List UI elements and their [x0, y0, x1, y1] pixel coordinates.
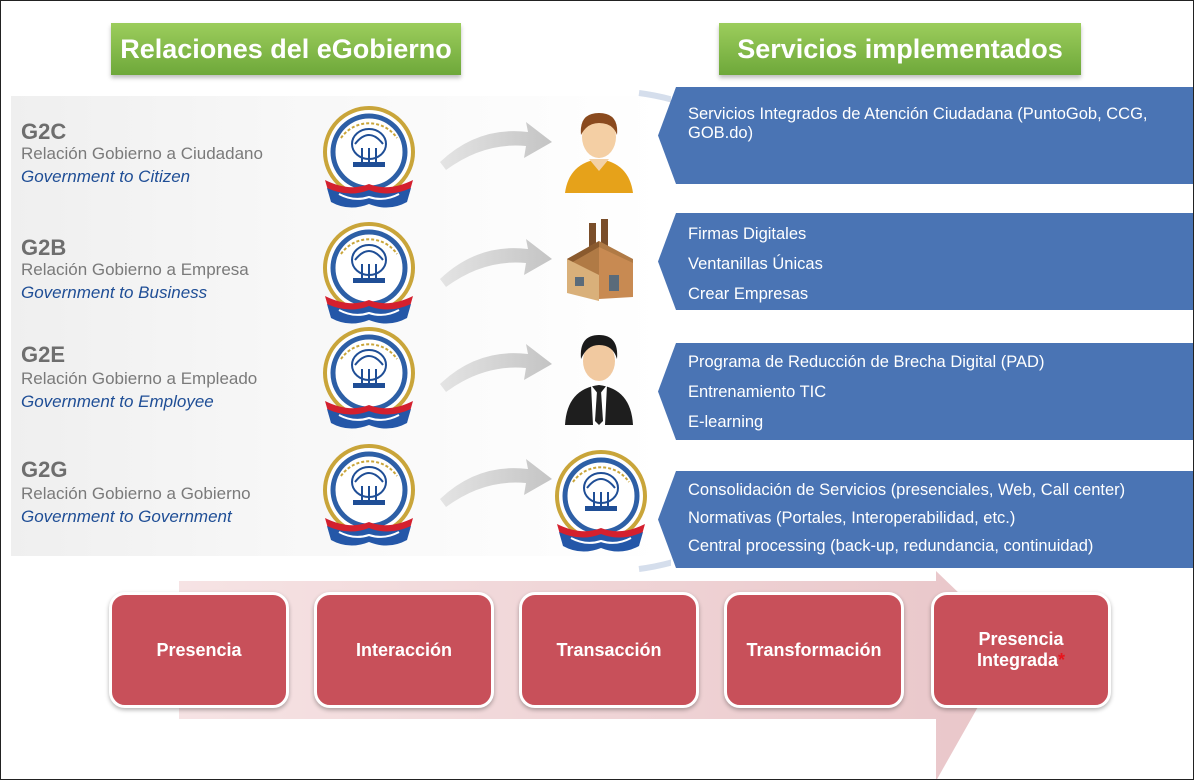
relation-label-g2c: Relación Gobierno a Ciudadano [21, 144, 263, 163]
arrow-icon [436, 231, 556, 291]
arrow-icon [436, 114, 556, 174]
service-item: Entrenamiento TIC [688, 383, 827, 401]
services-banner-g2b: Firmas Digitales Ventanillas Únicas Crea… [658, 213, 1193, 310]
stage-label-line2: Integrada [976, 650, 1058, 670]
stage-interaccion: Interacción [314, 592, 494, 708]
service-item: Ventanillas Únicas [688, 255, 823, 273]
service-item: Firmas Digitales [688, 225, 807, 243]
left-header: Relaciones del eGobierno [111, 23, 461, 75]
relation-code-g2g: G2G [21, 457, 68, 482]
service-item: Programa de Reducción de Brecha Digital … [688, 353, 1045, 371]
service-item: Crear Empresas [688, 285, 809, 303]
stage-transformacion: Transformación [724, 592, 904, 708]
relation-code-g2e: G2E [21, 342, 66, 367]
factory-icon [567, 219, 633, 301]
services-banner-g2e: Programa de Reducción de Brecha Digital … [658, 343, 1193, 440]
services-banner-g2c: Servicios Integrados de Atención Ciudada… [658, 87, 1193, 184]
right-header: Servicios implementados [719, 23, 1081, 75]
service-item: E-learning [688, 413, 764, 431]
asterisk-mark: * [1058, 650, 1066, 670]
government-seal-icon [319, 319, 419, 439]
government-seal-icon [319, 436, 419, 556]
service-item: Normativas (Portales, Interoperabilidad,… [688, 509, 1016, 527]
stage-transaccion: Transacción [519, 592, 699, 708]
relation-label-g2g: Relación Gobierno a Gobierno [21, 484, 251, 503]
stage-presencia-integrada: Presencia Integrada* [931, 592, 1111, 708]
employee-icon [565, 335, 633, 425]
service-item: Servicios Integrados de Atención Ciudada… [688, 105, 1148, 123]
relation-english-g2g: Government to Government [21, 507, 232, 526]
stage-label-line1: Presencia [978, 629, 1064, 649]
arrow-icon [436, 451, 556, 511]
government-seal-icon [319, 98, 419, 218]
service-item: Consolidación de Servicios (presenciales… [688, 481, 1126, 499]
relation-code-g2b: G2B [21, 235, 67, 260]
government-seal-icon [319, 214, 419, 334]
relation-english-g2e: Government to Employee [21, 392, 214, 411]
citizen-icon [565, 113, 633, 193]
relation-label-g2e: Relación Gobierno a Empleado [21, 369, 258, 388]
stage-presencia: Presencia [109, 592, 289, 708]
services-banner-g2g: Consolidación de Servicios (presenciales… [658, 471, 1193, 568]
government-seal-icon [551, 442, 651, 562]
service-item: GOB.do) [688, 124, 754, 142]
relation-english-g2c: Government to Citizen [21, 167, 191, 186]
service-item: Central processing (back-up, redundancia… [688, 537, 1094, 555]
arrow-icon [436, 336, 556, 396]
relation-english-g2b: Government to Business [21, 283, 208, 302]
relation-label-g2b: Relación Gobierno a Empresa [21, 260, 249, 279]
relation-code-g2c: G2C [21, 119, 67, 144]
